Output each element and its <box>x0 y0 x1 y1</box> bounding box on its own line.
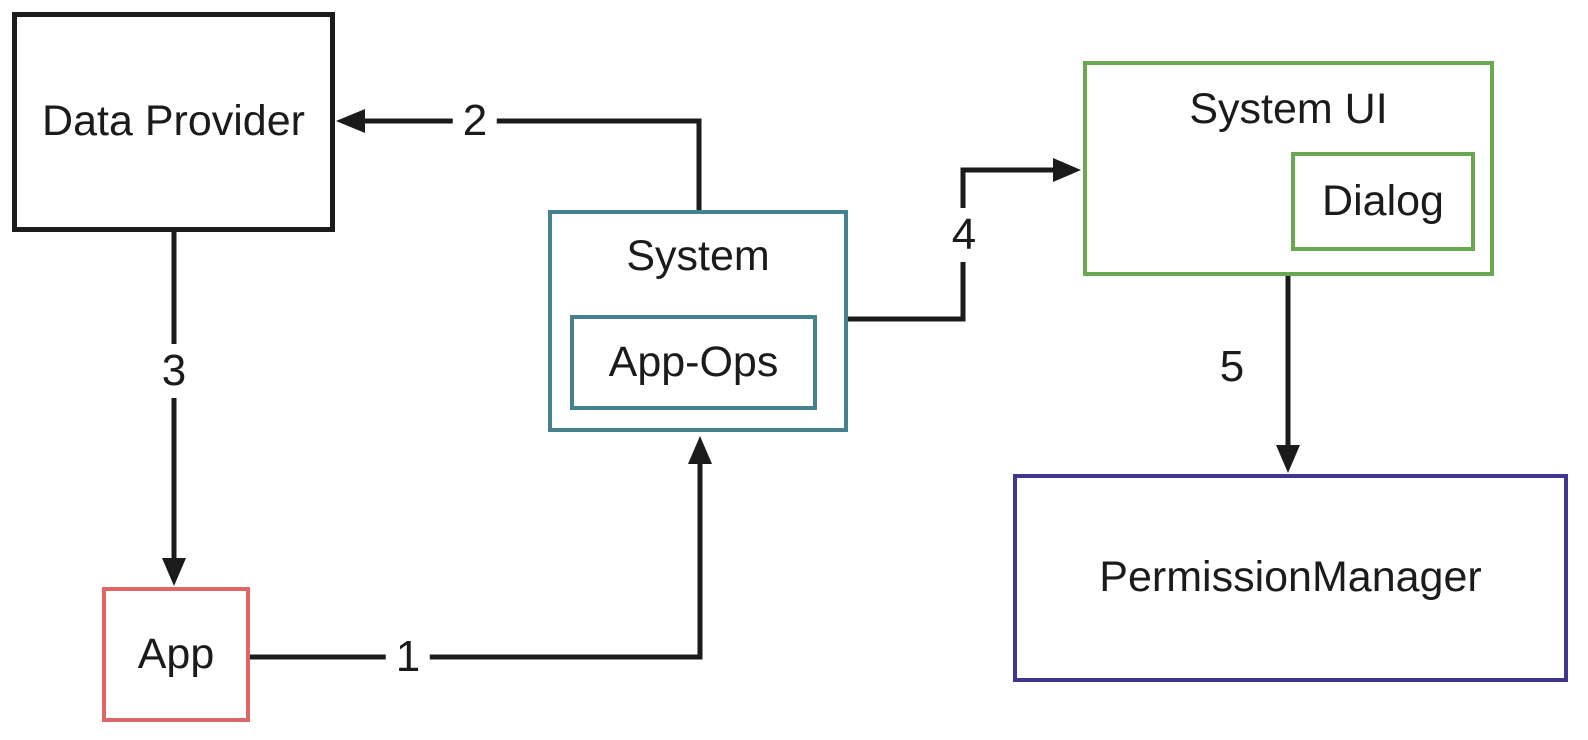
arrow-4-head <box>1053 158 1081 182</box>
node-system-ui: System UI Dialog <box>1083 61 1494 276</box>
node-data-provider-label: Data Provider <box>42 97 305 146</box>
node-app-ops: App-Ops <box>570 315 817 410</box>
node-permission-manager-label: PermissionManager <box>1099 553 1482 602</box>
arrow-2-label: 2 <box>452 94 498 148</box>
node-app: App <box>102 587 250 722</box>
arrow-5-label: 5 <box>1209 340 1255 394</box>
node-system-ui-label: System UI <box>1189 85 1388 133</box>
arrow-5-head <box>1276 445 1300 473</box>
arrow-3-label: 3 <box>151 344 197 398</box>
arrow-3-head <box>162 558 186 586</box>
node-dialog-label: Dialog <box>1322 176 1444 225</box>
node-data-provider: Data Provider <box>12 12 335 232</box>
arrow-4-label: 4 <box>941 208 987 262</box>
arrow-2-line <box>362 118 702 212</box>
node-app-label: App <box>137 629 215 678</box>
arrow-1-label: 1 <box>385 630 431 684</box>
node-permission-manager: PermissionManager <box>1013 474 1568 682</box>
node-system: System App-Ops <box>548 210 848 432</box>
arrow-1-line <box>248 460 703 660</box>
node-system-label: System <box>626 232 770 280</box>
node-app-ops-label: App-Ops <box>608 337 779 386</box>
arrow-2-head <box>336 109 365 133</box>
arrow-1-head <box>688 436 712 464</box>
node-dialog: Dialog <box>1291 152 1475 251</box>
